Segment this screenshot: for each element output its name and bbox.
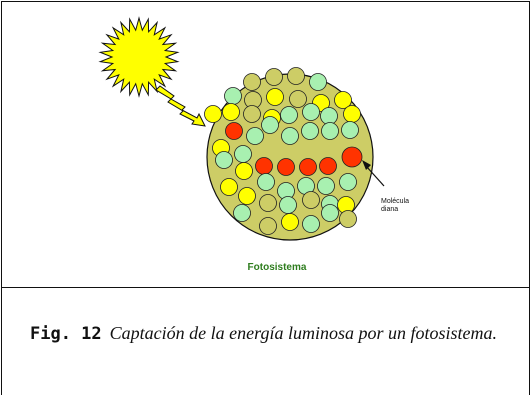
antenna-molecule-green <box>341 121 359 139</box>
antenna-molecule-yellow <box>334 91 352 109</box>
antenna-molecule-green <box>224 87 242 105</box>
antenna-molecule-yellow <box>222 103 240 121</box>
antenna-molecule-red <box>225 122 243 140</box>
antenna-molecule-tan <box>287 67 305 85</box>
antenna-molecule-tan <box>339 210 357 228</box>
frame-divider <box>1 287 530 288</box>
photosystem-label: Fotosistema <box>248 262 307 273</box>
antenna-molecule-green <box>261 116 279 134</box>
antenna-molecule-green <box>257 173 275 191</box>
target-molecule-label-line1: Molécula <box>381 198 409 205</box>
antenna-molecule-tan <box>259 194 277 212</box>
antenna-molecule-green <box>321 122 339 140</box>
photosystem-diagram: Molécula diana Fotosistema <box>98 16 409 273</box>
frame-left-border <box>1 1 2 395</box>
antenna-molecule-tan <box>265 68 283 86</box>
figure-caption: Fig. 12 Captación de la energía luminosa … <box>30 318 500 349</box>
antenna-molecule-yellow <box>238 187 256 205</box>
antenna-molecule-green <box>246 127 264 145</box>
antenna-molecule-yellow <box>204 105 222 123</box>
antenna-molecule-green <box>215 151 233 169</box>
pigment-molecules <box>204 67 363 235</box>
antenna-molecule-yellow <box>281 213 299 231</box>
antenna-molecule-tan <box>289 90 307 108</box>
target-arrow-line <box>365 165 385 187</box>
antenna-molecule-green <box>320 107 338 125</box>
figure-number: Fig. 12 <box>30 324 102 344</box>
antenna-molecule-green <box>317 177 335 195</box>
antenna-molecule-green <box>309 73 327 91</box>
caption-text: Captación de la energía luminosa por un … <box>109 323 497 343</box>
target-molecule <box>341 146 363 168</box>
antenna-molecule-yellow <box>235 162 253 180</box>
sun-icon <box>98 16 180 98</box>
antenna-molecule-yellow <box>343 105 361 123</box>
lightning-bolt-icon <box>155 85 206 127</box>
antenna-molecule-green <box>339 173 357 191</box>
antenna-molecule-green <box>234 145 252 163</box>
antenna-molecule-red <box>277 158 295 176</box>
antenna-molecule-green <box>302 103 320 121</box>
frame-right-border <box>529 1 530 395</box>
antenna-molecule-tan <box>243 73 261 91</box>
antenna-molecule-red <box>255 157 273 175</box>
antenna-molecule-green <box>301 122 319 140</box>
antenna-molecule-red <box>299 158 317 176</box>
antenna-molecule-green <box>302 215 320 233</box>
antenna-molecule-yellow <box>220 178 238 196</box>
target-arrowhead <box>362 160 371 170</box>
antenna-molecule-green <box>233 204 251 222</box>
antenna-molecule-green <box>280 106 298 124</box>
antenna-molecule-green <box>279 196 297 214</box>
antenna-molecule-tan <box>259 217 277 235</box>
antenna-molecule-green <box>321 204 339 222</box>
antenna-molecule-red <box>319 157 337 175</box>
frame-top-border <box>1 1 530 2</box>
antenna-molecule-tan <box>302 191 320 209</box>
antenna-molecule-green <box>281 127 299 145</box>
target-molecule-label-line2: diana <box>381 206 398 213</box>
antenna-molecule-tan <box>243 105 261 123</box>
antenna-molecule-yellow <box>266 88 284 106</box>
